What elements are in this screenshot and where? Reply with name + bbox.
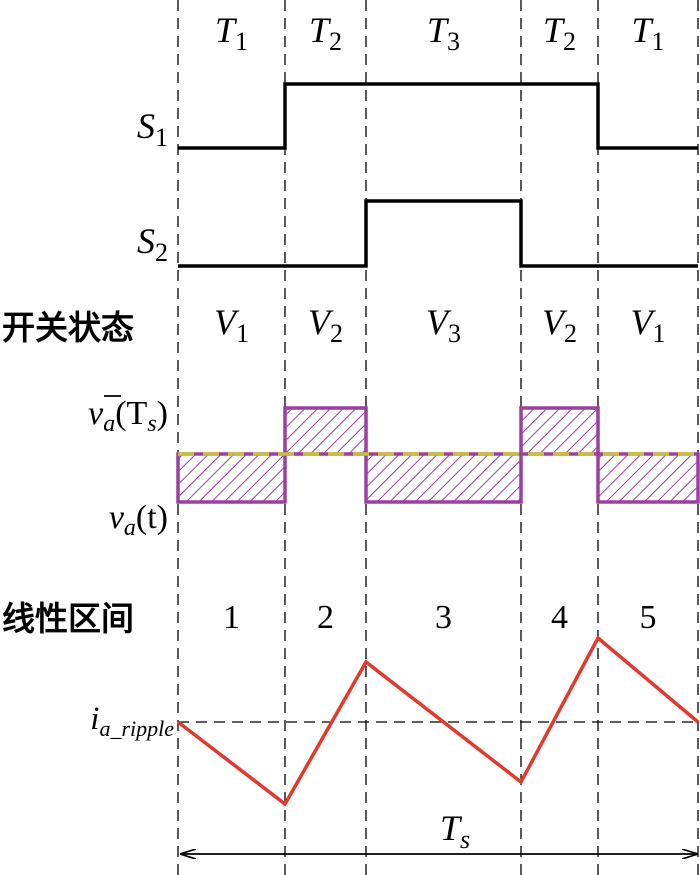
region-numbers: 1 2 3 4 5 — [223, 599, 657, 636]
inst-voltage-label: va(t) — [109, 499, 168, 541]
period-label: T1 — [631, 10, 664, 56]
period-labels: T1 T2 T3 T2 T1 — [215, 10, 665, 56]
period-ts-label: Ts — [440, 808, 470, 854]
ripple-current-waveform — [176, 635, 700, 807]
voltage-segment — [176, 452, 287, 504]
voltage-segment — [519, 406, 600, 456]
vector-label: V1 — [631, 302, 666, 348]
region-number: 4 — [551, 599, 568, 636]
s2-label: S2 — [137, 221, 168, 267]
linear-region-label: 线性区间 — [2, 599, 134, 638]
period-label: T1 — [215, 10, 248, 56]
voltage-hatched-segments — [176, 406, 700, 504]
region-number: 1 — [223, 599, 240, 636]
voltage-segment — [364, 452, 523, 504]
vertical-guide-lines — [177, 0, 699, 875]
voltage-segment — [283, 406, 368, 456]
vector-label: V2 — [542, 302, 577, 348]
region-number: 5 — [640, 599, 657, 636]
voltage-segment — [596, 452, 700, 504]
period-label: T2 — [543, 10, 576, 56]
switch-state-label: 开关状态 — [2, 308, 134, 347]
period-label: T3 — [427, 10, 460, 56]
s1-label: S1 — [137, 106, 168, 152]
vector-label: V2 — [308, 302, 343, 348]
region-number: 2 — [317, 599, 334, 636]
region-number: 3 — [435, 599, 452, 636]
ripple-label: ia_ripple — [90, 701, 174, 741]
s1-waveform — [178, 82, 698, 150]
vector-label: V3 — [426, 302, 461, 348]
vector-label: V1 — [214, 302, 249, 348]
s2-waveform — [178, 199, 698, 268]
switch-vector-labels: V1 V2 V3 V2 V1 — [214, 302, 666, 348]
avg-voltage-label: va(Ts) — [88, 395, 168, 437]
period-label: T2 — [309, 10, 342, 56]
